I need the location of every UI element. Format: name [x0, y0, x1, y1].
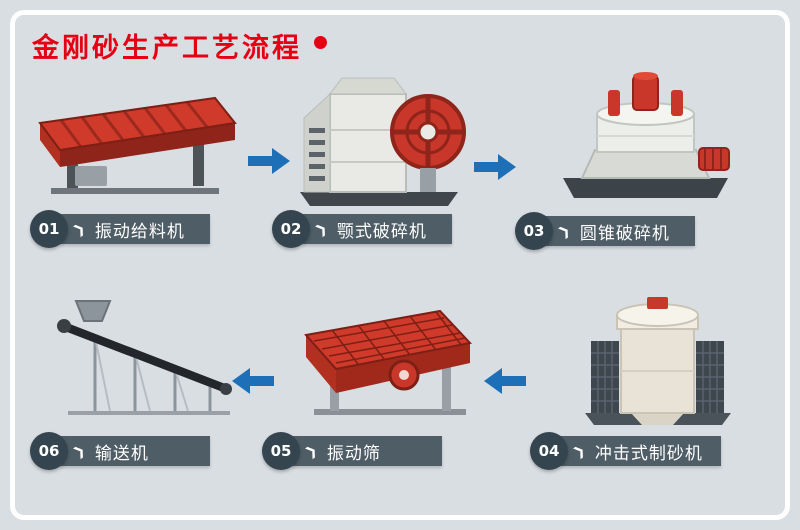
step-number-badge: 01: [30, 210, 68, 248]
chevron-icon: ❯: [555, 221, 575, 241]
step-label-text: 振动给料机: [94, 221, 185, 242]
step-label-text: 冲击式制砂机: [594, 443, 703, 464]
cone-crusher-illustration: [553, 70, 738, 214]
step-label-04: 04 ❯ 冲击式制砂机: [530, 432, 721, 470]
title-row: 金刚砂生产工艺流程: [32, 26, 327, 65]
step-label-06: 06 ❯ 输送机: [30, 432, 210, 470]
flow-arrow-left-icon: [230, 366, 276, 400]
chevron-icon: ❯: [302, 441, 322, 461]
step-label-box: ❯ 振动给料机: [60, 214, 210, 244]
flow-arrow-left-icon: [482, 366, 528, 400]
page-title: 金刚砂生产工艺流程: [32, 33, 302, 64]
diagram-frame: [10, 10, 790, 520]
chevron-icon: ❯: [570, 441, 590, 461]
step-number-badge: 03: [515, 212, 553, 250]
vibrating-feeder-illustration: [25, 88, 240, 210]
flow-arrow-right-icon: [472, 152, 518, 186]
step-label-box: ❯ 输送机: [60, 436, 210, 466]
chevron-icon: ❯: [70, 219, 90, 239]
flow-arrow-right-icon: [246, 146, 292, 180]
jaw-crusher-illustration: [288, 70, 468, 216]
step-label-05: 05 ❯ 振动筛: [262, 432, 442, 470]
step-label-03: 03 ❯ 圆锥破碎机: [515, 212, 695, 250]
step-label-01: 01 ❯ 振动给料机: [30, 210, 210, 248]
chevron-icon: ❯: [312, 219, 332, 239]
step-label-text: 输送机: [94, 443, 149, 464]
step-label-box: ❯ 冲击式制砂机: [560, 436, 721, 466]
step-number-badge: 02: [272, 210, 310, 248]
step-label-box: ❯ 颚式破碎机: [302, 214, 452, 244]
step-label-02: 02 ❯ 颚式破碎机: [272, 210, 452, 248]
step-label-box: ❯ 振动筛: [292, 436, 442, 466]
chevron-icon: ❯: [70, 441, 90, 461]
step-label-box: ❯ 圆锥破碎机: [545, 216, 695, 246]
step-label-text: 振动筛: [326, 443, 381, 464]
step-label-text: 圆锥破碎机: [579, 223, 670, 244]
belt-conveyor-illustration: [50, 295, 240, 429]
title-dot-icon: [314, 36, 327, 49]
step-label-text: 颚式破碎机: [336, 221, 427, 242]
step-number-badge: 05: [262, 432, 300, 470]
vibrating-screen-illustration: [292, 303, 482, 429]
impact-sand-maker-illustration: [565, 293, 750, 435]
step-number-badge: 04: [530, 432, 568, 470]
step-number-badge: 06: [30, 432, 68, 470]
